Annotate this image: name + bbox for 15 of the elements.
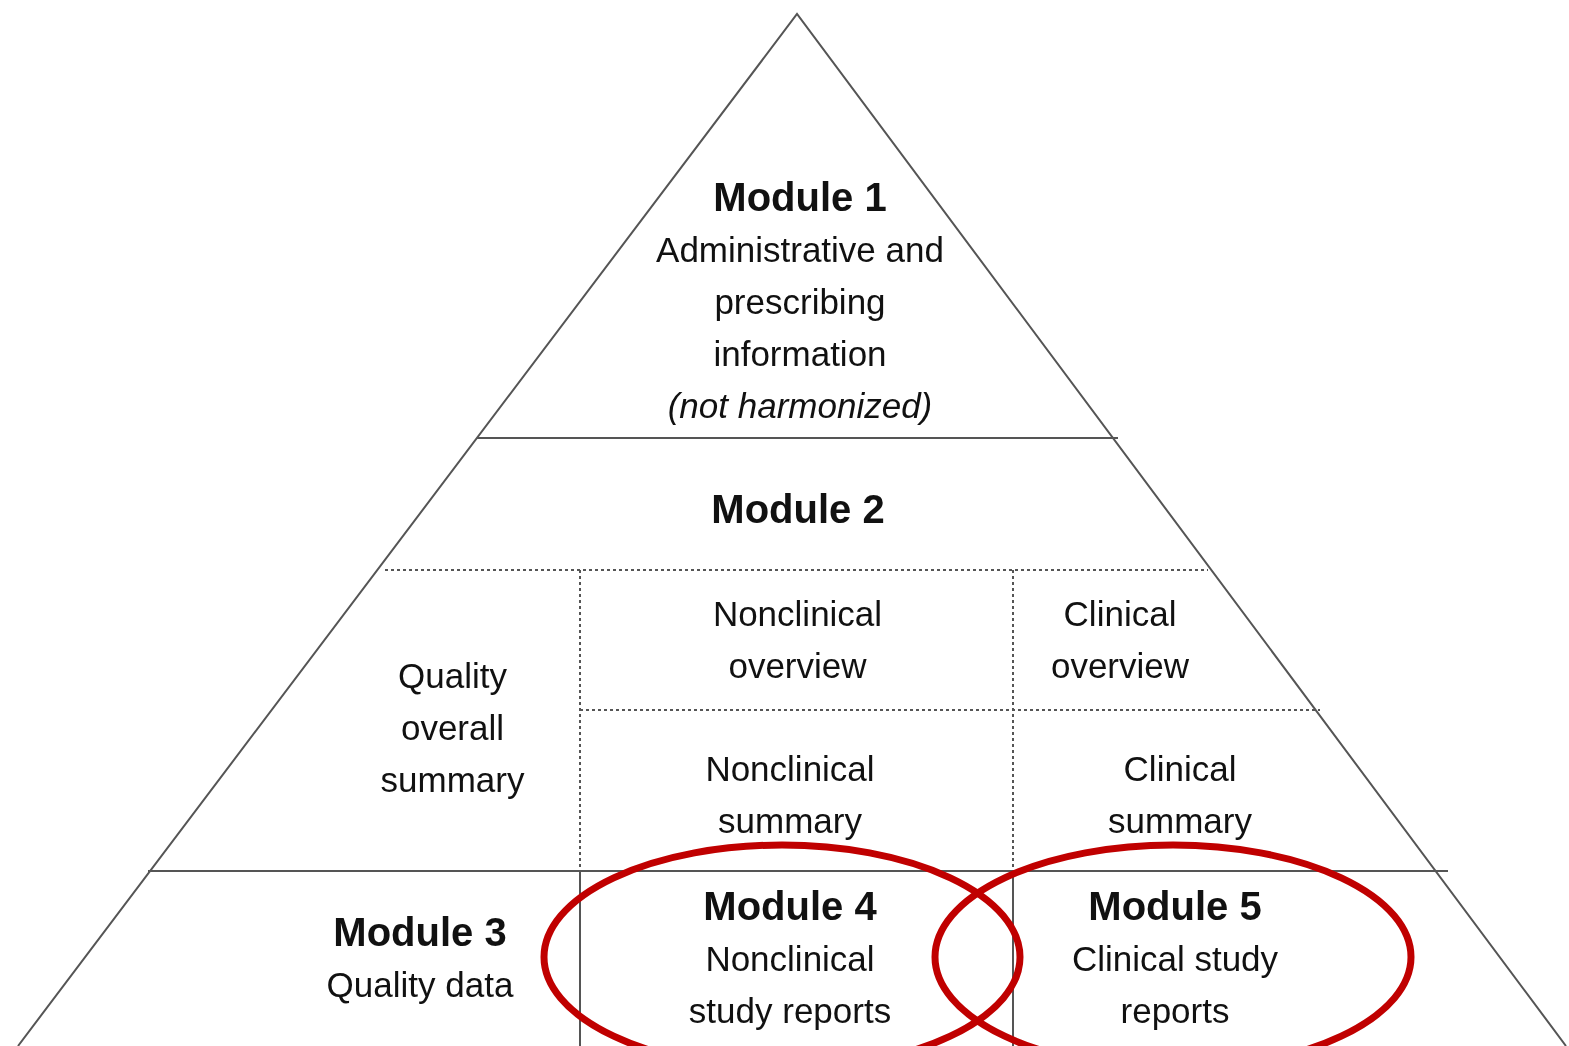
- section-label: Nonclinical overview: [711, 593, 884, 687]
- section-label: Nonclinical study reports: [687, 938, 893, 1032]
- section-label: Clinical summary: [1107, 748, 1253, 842]
- note-text: (not harmonized): [667, 385, 933, 427]
- section-label: Nonclinical summary: [704, 748, 876, 842]
- module-heading: Module 4: [703, 883, 877, 930]
- module-heading: Module 5: [1088, 883, 1262, 930]
- section-label: Clinical study reports: [1070, 938, 1280, 1032]
- section-label: Quality data: [326, 964, 514, 1006]
- module-heading: Module 2: [711, 486, 885, 533]
- section-label: Administrative and prescribing information: [655, 229, 945, 375]
- section-label: Quality overall summary: [379, 654, 526, 801]
- section-label: Clinical overview: [1049, 593, 1191, 687]
- module-heading: Module 1: [713, 174, 887, 221]
- module-heading: Module 3: [333, 909, 507, 956]
